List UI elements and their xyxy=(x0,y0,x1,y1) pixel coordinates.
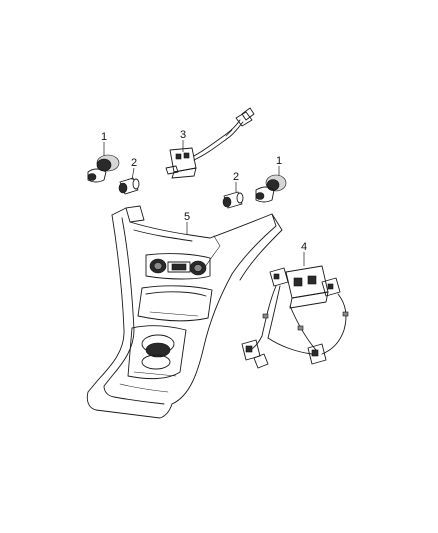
callout-2-right: 2 xyxy=(233,171,239,183)
callout-3: 3 xyxy=(180,129,186,141)
part-1-right-knob xyxy=(255,166,287,203)
part-2-left-cylinder xyxy=(118,167,140,195)
callout-1-right: 1 xyxy=(276,155,282,167)
part-3-switch-harness xyxy=(165,107,255,179)
callout-1-left: 1 xyxy=(101,131,107,143)
callout-4: 4 xyxy=(301,241,307,253)
part-2-right-cylinder xyxy=(222,182,244,209)
part-1-left-knob xyxy=(87,142,120,183)
callout-5: 5 xyxy=(184,211,190,223)
callout-2-left: 2 xyxy=(131,157,137,169)
part-4-wiring-harness xyxy=(241,252,349,369)
part-5-center-console xyxy=(86,205,283,419)
